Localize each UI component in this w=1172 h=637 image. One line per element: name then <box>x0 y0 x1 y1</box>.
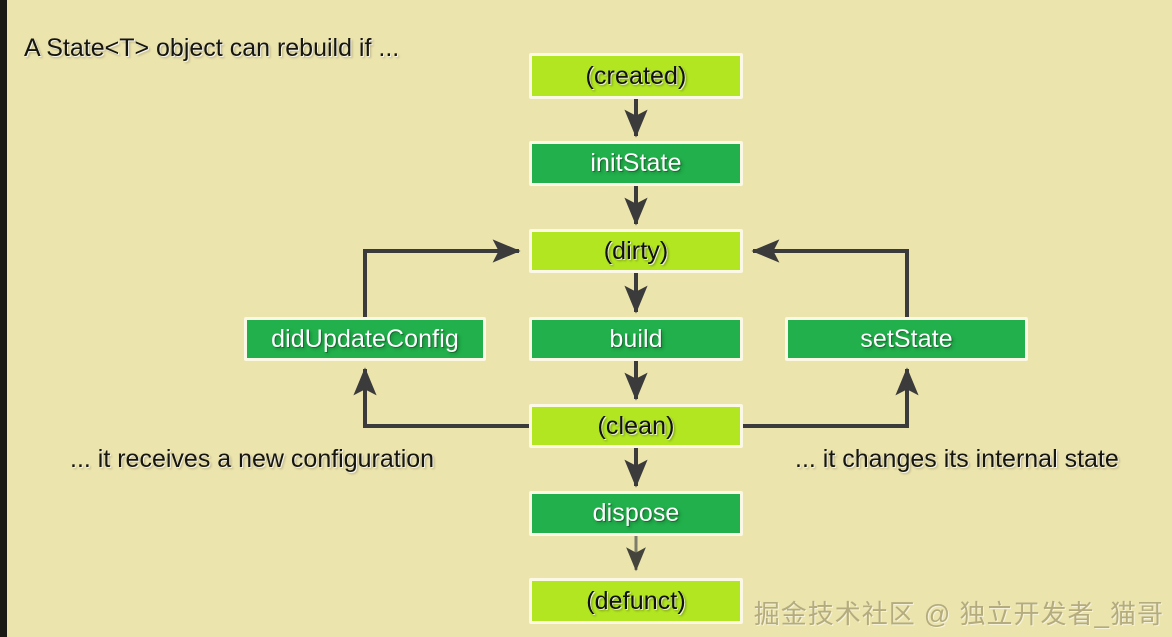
node-label: (defunct) <box>586 586 686 615</box>
node-clean[interactable]: (clean) <box>529 404 743 448</box>
node-label: dispose <box>592 499 680 527</box>
caption-left: ... it receives a new configuration <box>70 445 435 473</box>
node-label: build <box>609 324 663 353</box>
edge-layer <box>353 99 919 572</box>
caption-right: ... it changes its internal state <box>795 445 1119 473</box>
node-build[interactable]: build <box>529 317 743 361</box>
edge-clean-to-setstate <box>743 367 919 428</box>
node-label: initState <box>590 149 682 177</box>
node-label: (dirty) <box>603 236 669 265</box>
watermark: 掘金技术社区 @ 独立开发者_猫哥 <box>753 599 1164 629</box>
page-title: A State<T> object can rebuild if ... <box>24 34 400 62</box>
node-label: (clean) <box>597 411 675 440</box>
edge-clean-to-didupdateconfig <box>353 367 529 428</box>
node-didupdateconfig[interactable]: didUpdateConfig <box>244 317 486 361</box>
edge-didupdateconfig-to-dirty <box>363 239 521 317</box>
node-label: didUpdateConfig <box>271 324 459 353</box>
node-dirty[interactable]: (dirty) <box>529 229 743 273</box>
node-initstate[interactable]: initState <box>529 141 743 186</box>
node-label: setState <box>860 324 953 353</box>
node-setstate[interactable]: setState <box>785 317 1028 361</box>
node-label: (created) <box>585 61 687 90</box>
node-defunct[interactable]: (defunct) <box>529 578 743 624</box>
edge-setstate-to-dirty <box>751 239 909 317</box>
node-created[interactable]: (created) <box>529 53 743 99</box>
node-dispose[interactable]: dispose <box>529 491 743 536</box>
